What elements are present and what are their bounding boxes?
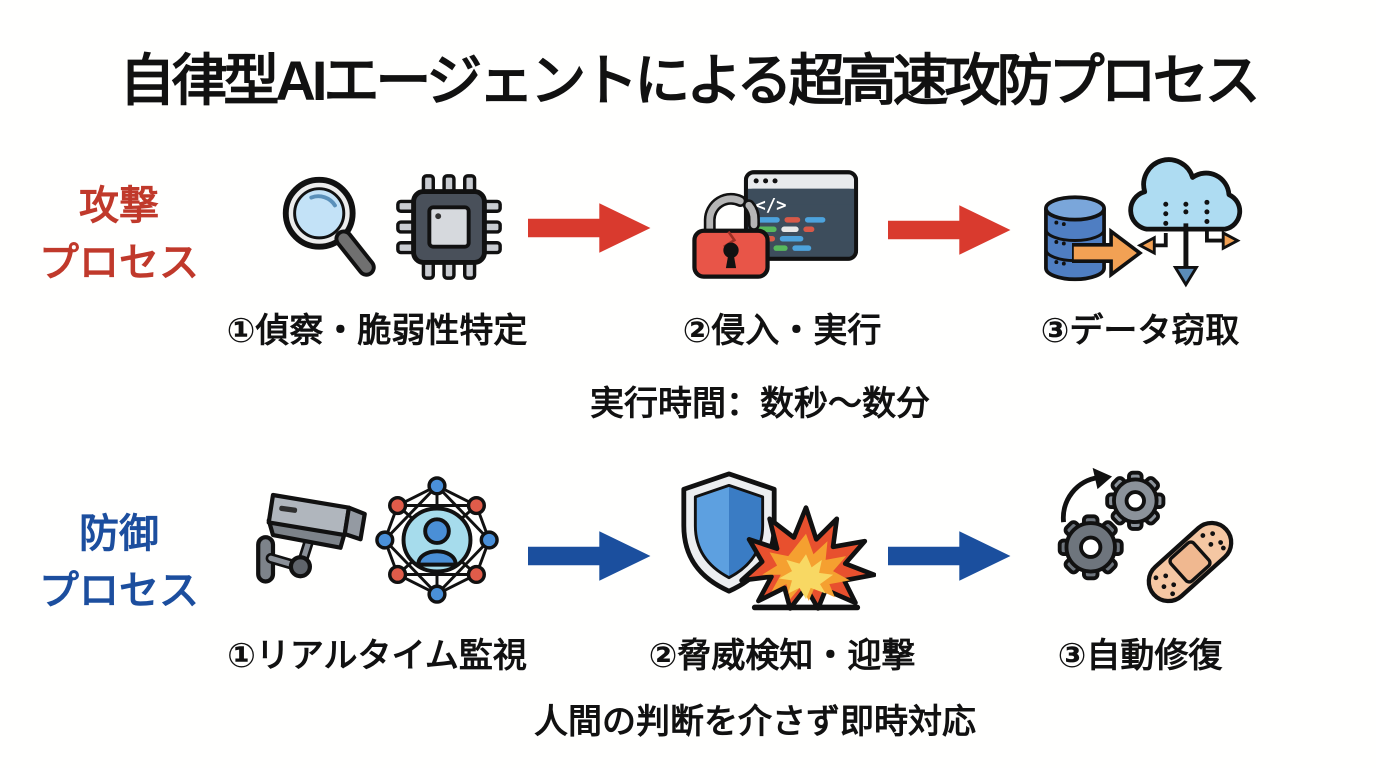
shield-icon (676, 470, 782, 595)
page-title: 自律型AIエージェントによる超高速攻防プロセス (119, 49, 1260, 112)
svg-text:</>: </> (755, 196, 786, 216)
attack-process-label-line1: 攻撃 (79, 184, 159, 228)
chip-icon (390, 168, 508, 286)
defense-step-1-label: ①リアルタイム監視 (227, 637, 527, 675)
attack-process-label: 攻撃 プロセス (24, 178, 214, 292)
cloud-download-icon (1116, 148, 1250, 293)
cctv-camera-icon (254, 478, 370, 589)
exfiltration-arrow-icon (1072, 226, 1144, 280)
defense-step-3-label: ③自動修復 (1057, 637, 1223, 675)
explosion-icon (736, 500, 876, 616)
bandage-icon (1126, 498, 1254, 626)
defense-process-label: 防御 プロセス (24, 506, 214, 620)
defense-process-label-line1: 防御 (79, 512, 159, 556)
gears-icon (1048, 462, 1178, 588)
defense-note: 人間の判断を介さず即時対応 (534, 703, 976, 741)
attack-note: 実行時間：数秒〜数分 (590, 385, 930, 423)
magnifier-icon (272, 170, 390, 288)
attack-arrow-2-icon (888, 198, 1012, 262)
code-window-icon: </> (742, 168, 860, 263)
defense-process-label-line2: プロセス (39, 569, 199, 613)
attack-step-3-label: ③データ窃取 (1040, 312, 1240, 350)
attack-step-1-label: ①偵察・脆弱性特定 (226, 312, 528, 350)
broken-padlock-icon (684, 184, 778, 286)
attack-arrow-1-icon (528, 196, 652, 260)
network-person-icon (372, 476, 502, 604)
defense-arrow-1-icon (528, 524, 652, 588)
defense-step-2-label: ②脅威検知・迎撃 (648, 637, 916, 675)
attack-process-label-line2: プロセス (39, 241, 199, 285)
defense-arrow-2-icon (888, 524, 1012, 588)
attack-step-2-label: ②侵入・実行 (682, 312, 882, 350)
